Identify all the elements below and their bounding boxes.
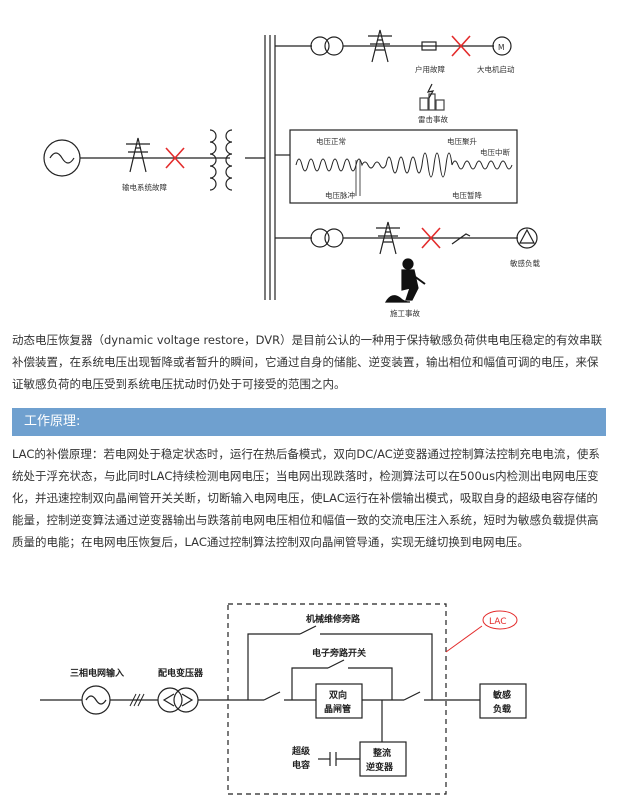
lightning-building-icon <box>419 83 445 111</box>
intro-paragraph: 动态电压恢复器（dynamic voltage restore，DVR）是目前公… <box>12 333 603 391</box>
principle-paragraph: LAC的补偿原理：若电网处于稳定状态时，运行在热后备模式，双向DC/AC逆变器通… <box>12 447 600 549</box>
elec-bypass-label: 电子旁路开关 <box>312 647 366 659</box>
tower-icon <box>126 137 150 173</box>
thyristor-label-2: 晶闸管 <box>324 703 351 715</box>
inverter-label-1: 整流 <box>372 747 391 759</box>
lightning-label: 雷击事故 <box>418 114 448 124</box>
left-switch-icon <box>263 691 281 701</box>
voltage-swell-label: 电压聚升 <box>447 136 477 146</box>
voltage-waveform <box>295 152 513 178</box>
fault-cross-icon <box>165 147 185 169</box>
transformer-label: 配电变压器 <box>158 667 204 679</box>
voltage-normal-label: 电压正常 <box>316 136 346 146</box>
thyristor-label-1: 双向 <box>329 689 347 701</box>
tower-icon <box>376 221 400 255</box>
transformer-coil-icon <box>209 129 233 191</box>
sensitive-load-label-1: 敏感 <box>492 689 511 701</box>
lac-boundary <box>227 603 447 795</box>
section-title: 工作原理: <box>24 414 81 429</box>
voltage-pulse-label: 电压脉冲 <box>325 190 355 200</box>
generator-icon <box>43 139 110 177</box>
elec-bypass-switch-icon <box>327 659 345 669</box>
waveform-box <box>289 129 518 204</box>
lac-circuit-diagram: 机械维修旁路 电子旁路开关 三相电网输入 配电变压器 双向 晶闸管 敏感 负载 … <box>40 603 527 795</box>
fault-cross-icon <box>451 35 471 57</box>
household-fault-label: 户用故障 <box>415 64 445 74</box>
mech-bypass-label: 机械维修旁路 <box>306 613 361 625</box>
construction-worker-icon <box>384 258 426 303</box>
tower-icon <box>368 29 392 63</box>
fault-cross-icon <box>421 227 441 249</box>
motor-symbol-label: M <box>498 43 504 52</box>
supercap-label-2: 电容 <box>292 759 310 771</box>
transformer-icon <box>310 36 344 56</box>
lac-pointer <box>445 625 483 653</box>
transformer-icon <box>157 687 199 713</box>
lac-label: LAC <box>489 617 507 627</box>
sensitive-load-box <box>479 683 527 719</box>
fuse-icon <box>421 41 437 51</box>
grid-input-label: 三相电网输入 <box>70 667 124 679</box>
voltage-interrupt-label: 电压中断 <box>480 147 510 157</box>
thyristor-box <box>315 683 363 719</box>
inverter-label-2: 逆变器 <box>366 761 394 773</box>
transformer-icon <box>310 228 344 248</box>
construction-label: 施工事故 <box>390 308 420 318</box>
disturbance-diagram: 户用故障 大电机启动 M 雷击事故 输电系统故障 电压正常 电压聚升 电压中断 … <box>43 29 540 318</box>
three-phase-mark-icon <box>129 693 145 707</box>
transmission-fault-label: 输电系统故障 <box>122 182 167 192</box>
voltage-sag-label: 电压暂降 <box>452 190 482 200</box>
broken-cable-icon <box>451 233 471 245</box>
supercap-icon <box>318 752 340 766</box>
right-switch-icon <box>403 691 421 701</box>
mech-bypass-switch-icon <box>299 625 317 635</box>
motor-start-label: 大电机启动 <box>477 64 515 74</box>
motor-icon <box>492 36 512 56</box>
supercap-label-1: 超级 <box>291 745 311 757</box>
sensitive-load-icon <box>516 227 538 249</box>
section-title-bar: 工作原理: <box>12 408 606 436</box>
lac-label-ellipse <box>482 610 518 630</box>
sensitive-load-label-2: 负载 <box>493 703 511 715</box>
sensitive-load-label: 敏感负载 <box>510 258 540 268</box>
ac-source-icon <box>81 685 111 715</box>
